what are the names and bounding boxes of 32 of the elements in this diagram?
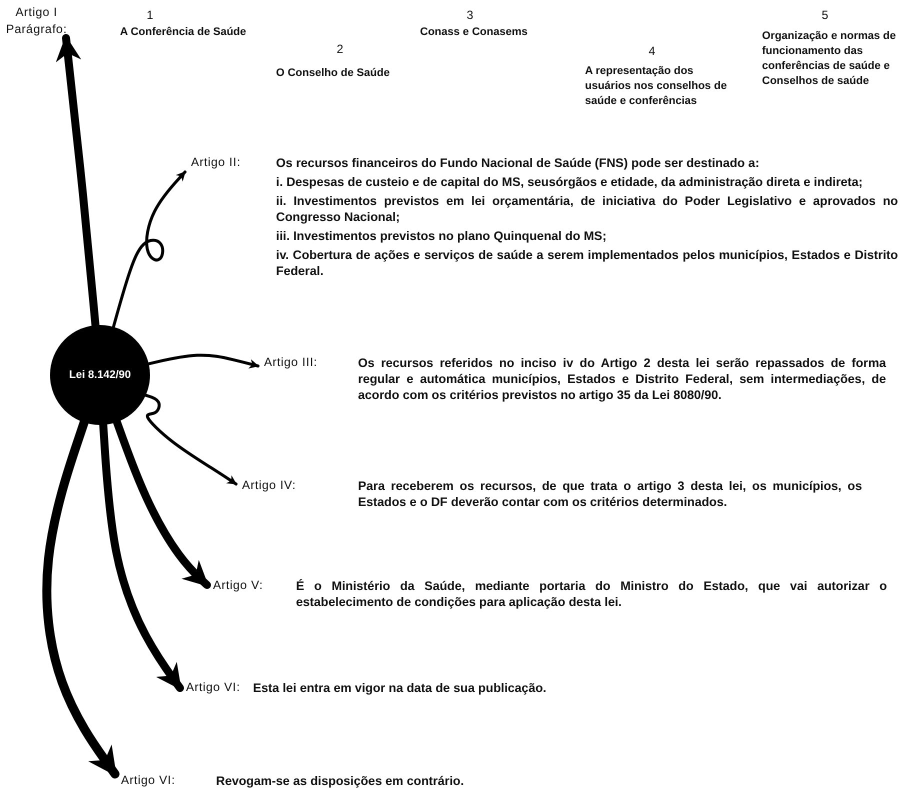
article-text: Os recursos financeiros do Fundo Nacional de Saúde (FNS) pode ser destinado a: xyxy=(276,155,760,171)
article-text: i. Despesas de custeio e de capital do MS, seusórgãos e etidade, da administração direta e indireta; xyxy=(276,174,864,190)
item-text: Organização e normas de funcionamento das conferências de saúde e Conselhos de saúde xyxy=(762,29,897,89)
article-text: É o Ministério da Saúde, mediante portaria do Ministro do Estado, que vai autorizar o estabelecimento de condições para aplicação desta lei. xyxy=(296,578,887,610)
item-text: A representação dos usuários nos conselhos de saúde e conferências xyxy=(585,64,728,109)
article-label: Artigo II: xyxy=(191,155,242,169)
arrow xyxy=(147,354,260,368)
article-text: ii. Investimentos previstos em lei orçamentária, de iniciativa do Poder Legislativo e aprovados no Congresso Nacional; xyxy=(276,193,898,225)
item-number: 2 xyxy=(336,42,344,57)
article-label: Artigo IV: xyxy=(242,478,297,492)
item-number: 1 xyxy=(146,8,154,23)
item-text: A Conferência de Saúde xyxy=(120,25,248,40)
article-text: Revogam-se as disposições em contrário. xyxy=(216,773,465,789)
article-text: iii. Investimentos previstos no plano Quinquenal do MS; xyxy=(276,228,608,244)
item-text: Conass e Conasems xyxy=(420,25,529,40)
law-title: Lei 8.142/90 xyxy=(69,369,131,381)
article-label: Artigo I Parágrafo: xyxy=(6,4,68,38)
item-number: 3 xyxy=(466,8,474,23)
article-label: Artigo VI: xyxy=(121,773,176,787)
arrow xyxy=(112,170,186,328)
article-text: Os recursos referidos no inciso iv do Artigo 2 desta lei serão repassados de forma regular e automática municípios, Estados e Distrito Federal, sem intermediações, de acordo com os critérios previstos no artigo 35 da Lei 8080/90. xyxy=(358,355,886,403)
article-text: Para receberem os recursos, de que trata o artigo 3 desta lei, os municípios, os Estados e o DF deverão contar com os critérios determinados. xyxy=(358,478,862,510)
arrow xyxy=(144,394,238,486)
article-text: iv. Cobertura de ações e serviços de saúde a serem implementados pelos municípios, Estados e Distrito Federal. xyxy=(276,247,898,279)
article-label: Artigo VI: xyxy=(186,680,242,694)
article-label: Artigo III: xyxy=(264,355,319,369)
item-text: O Conselho de Saúde xyxy=(276,66,391,81)
arrow xyxy=(112,418,211,589)
item-number: 4 xyxy=(648,44,656,59)
article-label: Artigo V: xyxy=(213,578,264,592)
item-number: 5 xyxy=(820,8,830,23)
article-text: Esta lei entra em vigor na data de sua publicação. xyxy=(253,680,548,696)
